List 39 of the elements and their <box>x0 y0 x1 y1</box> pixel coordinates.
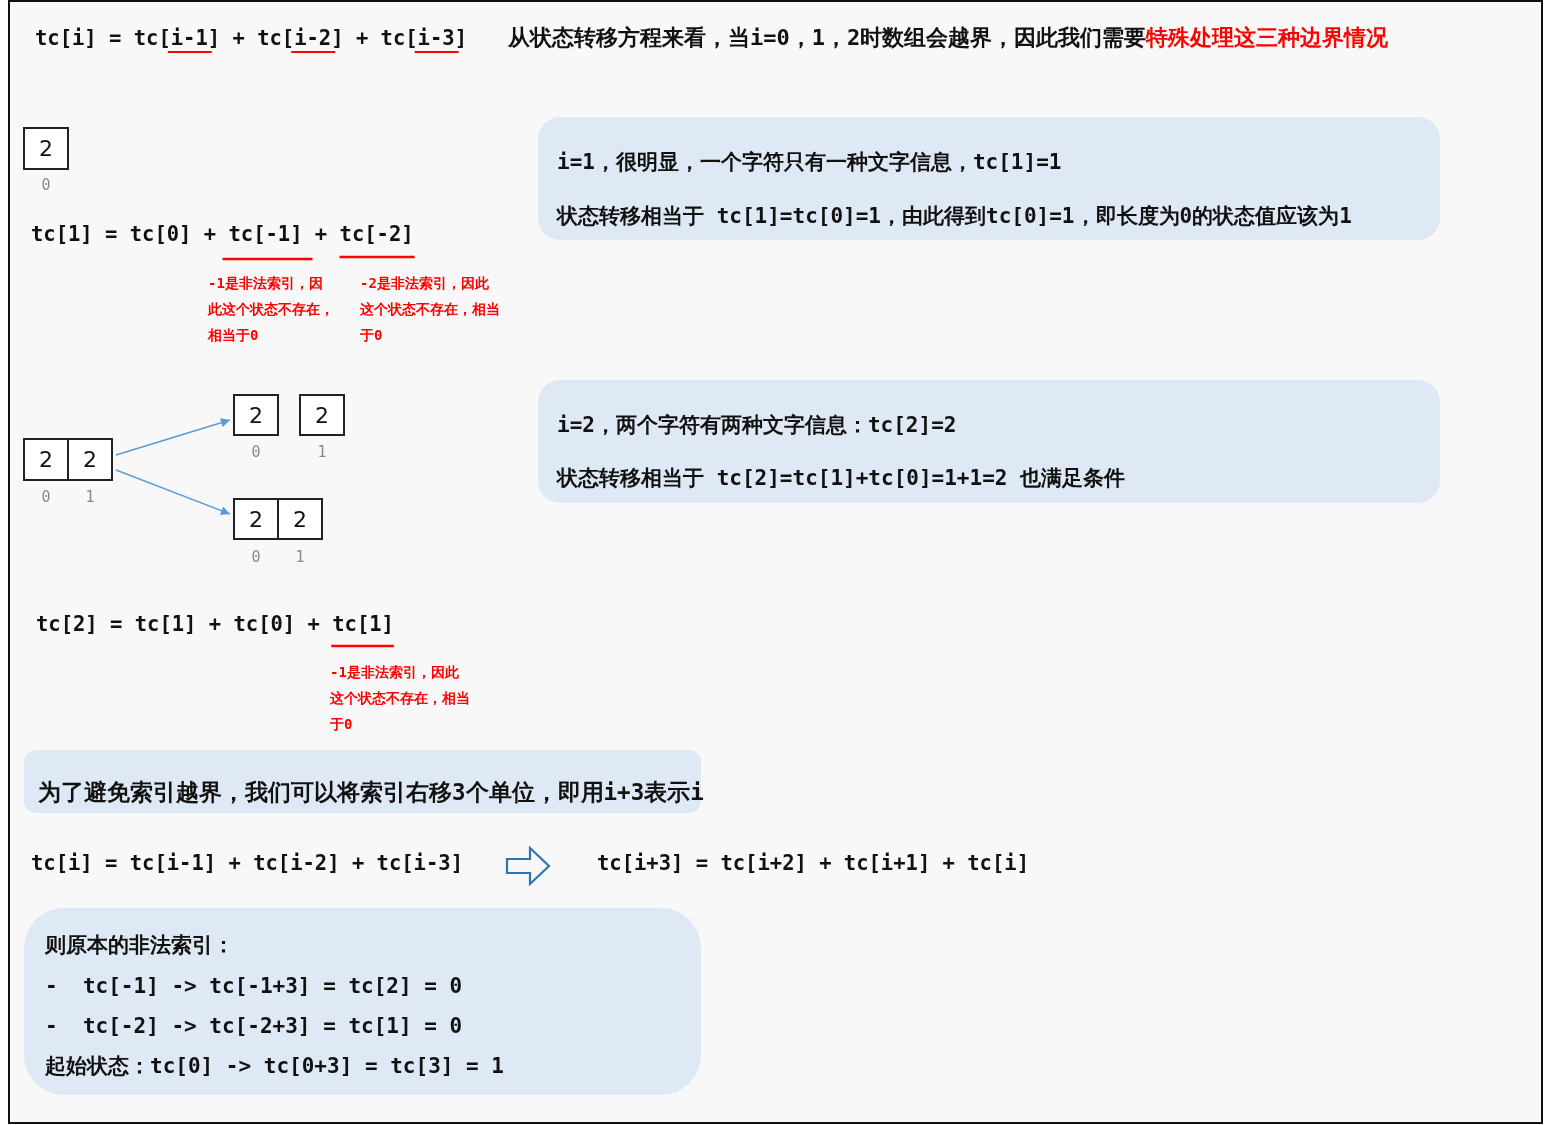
arrow <box>115 418 231 456</box>
arrow <box>115 469 231 515</box>
array-cell: 2 <box>233 394 279 436</box>
info-panel <box>538 380 1440 503</box>
panel-text: - tc[-2] -> tc[-2+3] = tc[1] = 0 <box>45 1013 463 1040</box>
index-label: 0 <box>250 442 262 462</box>
index-label: 1 <box>294 547 306 567</box>
formula-text: tc[i] = tc[i-1] + tc[i-2] + tc[i-3] <box>35 25 467 52</box>
array-cell: 2 <box>23 127 69 170</box>
index-label: 1 <box>316 442 328 462</box>
array-cell: 2 <box>23 438 69 481</box>
info-panel <box>24 750 701 813</box>
formula-text: tc[i+3] = tc[i+2] + tc[i+1] + tc[i] <box>597 849 1029 877</box>
panel-text: - tc[-1] -> tc[-1+3] = tc[2] = 0 <box>45 973 463 1000</box>
formula-text: tc[1] = tc[0] + tc[-1] + tc[-2] <box>31 221 414 248</box>
formula-text: tc[i] = tc[i-1] + tc[i-2] + tc[i-3] <box>31 849 463 877</box>
info-panel <box>24 908 701 1095</box>
annotation-text: -1是非法索引，因此这个状态不存在，相当于0 <box>330 663 471 734</box>
array-cell: 2 <box>233 498 279 540</box>
array-cell: 2 <box>277 498 323 540</box>
annotation-text: -1是非法索引，因此这个状态不存在，相当于0 <box>208 274 335 345</box>
index-label: 0 <box>40 487 52 507</box>
info-panel <box>538 117 1440 240</box>
array-cell: 2 <box>299 394 345 436</box>
annotation-text: -2是非法索引，因此这个状态不存在，相当于0 <box>360 274 501 345</box>
highlighted-text: 特殊处理这三种边界情况 <box>1146 24 1388 52</box>
note-text: 从状态转移方程来看，当i=0，1，2时数组会越界，因此我们需要 <box>508 24 1147 52</box>
index-label: 0 <box>40 175 52 195</box>
panel-text: 状态转移相当于 tc[2]=tc[1]+tc[0]=1+1=2 也满足条件 <box>557 465 1126 492</box>
panel-text: 状态转移相当于 tc[1]=tc[0]=1，由此得到tc[0]=1，即长度为0的状态值应该为1 <box>557 203 1352 230</box>
panel-text: 为了避免索引越界，我们可以将索引右移3个单位，即用i+3表示i <box>38 778 704 807</box>
panel-text: 则原本的非法索引： <box>45 932 234 959</box>
panel-text: i=2，两个字符有两种文字信息：tc[2]=2 <box>557 412 957 439</box>
formula-text: tc[2] = tc[1] + tc[0] + tc[1] <box>36 611 394 638</box>
index-label: 0 <box>250 547 262 567</box>
panel-text: i=1，很明显，一个字符只有一种文字信息，tc[1]=1 <box>557 149 1062 176</box>
index-label: 1 <box>84 487 96 507</box>
array-cell: 2 <box>67 438 113 481</box>
panel-text: 起始状态：tc[0] -> tc[0+3] = tc[3] = 1 <box>45 1053 504 1080</box>
